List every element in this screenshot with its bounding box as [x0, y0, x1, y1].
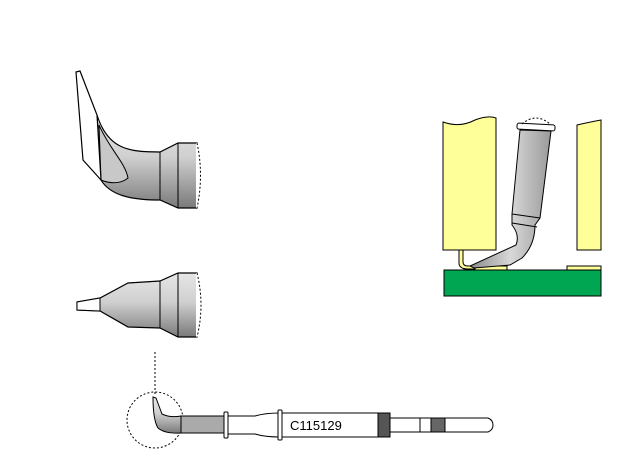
solder-pad — [566, 265, 602, 271]
tip-side-view — [75, 70, 201, 209]
part-number-label: C115129 — [290, 418, 342, 433]
component-right — [576, 119, 602, 251]
full-cartridge-view: C115129 — [126, 352, 494, 449]
tip-top-view — [76, 272, 202, 338]
component-left — [442, 116, 497, 251]
application-view — [442, 116, 602, 297]
pcb-board — [443, 269, 602, 297]
